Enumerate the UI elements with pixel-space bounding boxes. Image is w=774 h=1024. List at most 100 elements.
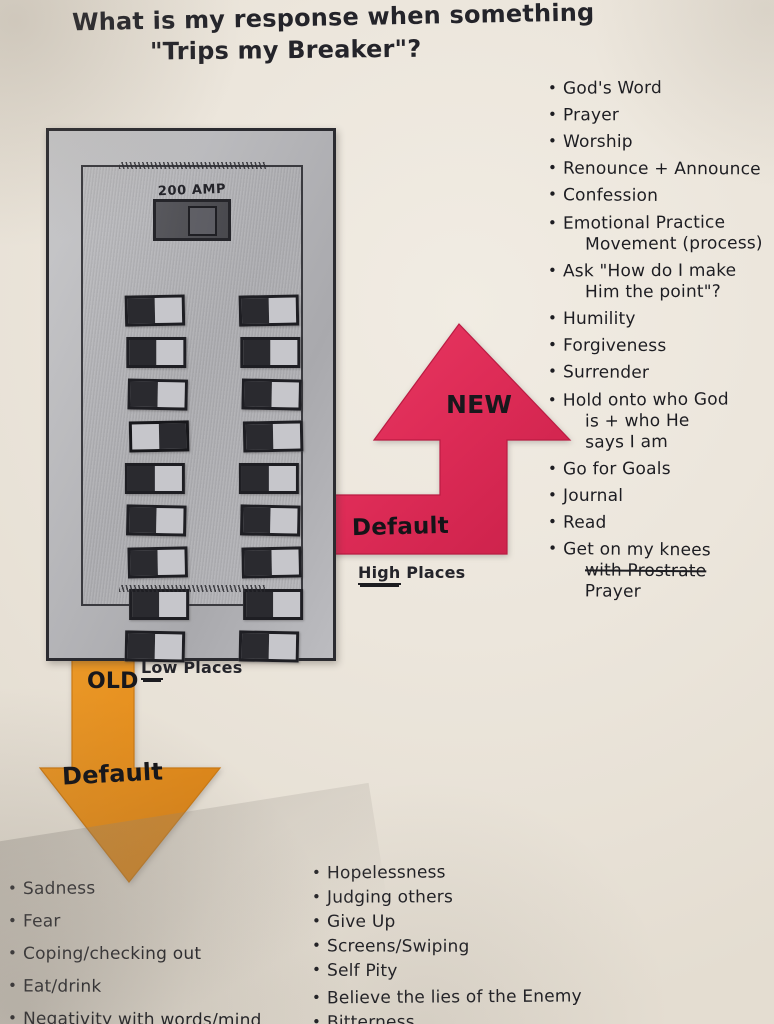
panel-top-edge-scribble (119, 162, 267, 169)
title-line-2: "Trips my Breaker"? (149, 34, 422, 66)
panel-bottom-edge-scribble (119, 585, 265, 592)
breaker-half-left (244, 381, 272, 408)
old-response-right-item: Hopelessness (312, 861, 692, 884)
breaker-half-right (268, 297, 297, 324)
old-response-left-item: Sadness (8, 877, 308, 899)
old-response-left-item: Fear (8, 910, 308, 931)
breaker-switch-right-8[interactable] (243, 589, 304, 620)
breaker-switch-left-3[interactable] (127, 378, 188, 411)
new-response-item: Forgiveness (548, 336, 774, 357)
breaker-half-left (127, 466, 155, 491)
new-response-item: Prayer (548, 105, 774, 126)
breaker-switch-right-5[interactable] (238, 463, 299, 494)
new-response-item-continuation-2: says I am (585, 431, 669, 453)
high-places-rest: Places (400, 563, 466, 582)
main-breaker-switch-body[interactable] (153, 199, 231, 241)
breaker-switch-right-7[interactable] (241, 546, 302, 579)
breaker-half-right (156, 507, 184, 534)
breaker-half-left (130, 381, 158, 408)
breaker-switch-right-9[interactable] (238, 630, 300, 663)
breaker-half-right (272, 423, 301, 449)
new-arrow-default-label: Default (351, 512, 450, 542)
breaker-half-left (132, 592, 160, 617)
page-title: What is my response when something "Trip… (72, 0, 632, 66)
new-response-item: Read (548, 513, 774, 534)
high-places-underlined-part: High (358, 563, 401, 585)
breaker-half-left (129, 507, 157, 533)
breaker-switch-right-1[interactable] (238, 294, 300, 327)
main-breaker-toggle[interactable] (188, 206, 217, 236)
old-response-left-item: Eat/drink (8, 976, 308, 997)
new-response-item: Go for Goals (548, 459, 774, 480)
breaker-half-left (130, 549, 158, 576)
new-response-item: Humility (548, 308, 774, 329)
breaker-half-right (154, 297, 183, 324)
breaker-switch-left-7[interactable] (127, 546, 188, 579)
breaker-half-right (270, 507, 298, 534)
new-response-item: Confession (548, 185, 774, 207)
new-response-item-continuation: Him the point"? (585, 281, 722, 303)
old-response-right-item: Bitterness (312, 1011, 692, 1024)
breaker-switch-left-4[interactable] (128, 420, 190, 453)
breaker-half-left (131, 423, 160, 450)
breaker-switch-right-4[interactable] (242, 420, 304, 453)
breaker-half-left (241, 633, 270, 659)
old-responses-list-left: SadnessFearCoping/checking outEat/drinkN… (8, 878, 308, 1024)
new-response-item: God's Word (548, 77, 774, 99)
breaker-half-left (129, 340, 157, 365)
breaker-half-right (156, 340, 184, 365)
breaker-half-right (271, 382, 299, 408)
breaker-column-left (124, 294, 190, 663)
breaker-half-right (159, 592, 187, 617)
high-places-label: High Places (358, 563, 466, 585)
breaker-half-left (243, 340, 271, 365)
breaker-half-left (243, 507, 271, 533)
breaker-column-right (238, 294, 304, 663)
new-response-item: Renounce + Announce (548, 159, 774, 180)
breaker-half-left (127, 298, 156, 324)
old-default-down-arrow (38, 651, 222, 883)
breaker-switch-left-5[interactable] (124, 463, 185, 494)
breaker-half-left (245, 423, 274, 450)
new-response-item-continuation: is + who He (584, 410, 690, 432)
old-response-right-item: Give Up (312, 911, 692, 932)
breaker-half-right (268, 466, 296, 491)
old-response-right-item: Judging others (312, 886, 692, 907)
panel-inner-frame: 200 AMP (81, 162, 304, 663)
breaker-half-right (154, 633, 183, 660)
old-response-right-item: Screens/Swiping (312, 936, 692, 957)
breaker-switch-left-8[interactable] (129, 589, 190, 620)
new-response-item: Worship (548, 131, 774, 152)
struck-text: with Prostrate (584, 560, 707, 582)
breaker-half-left (127, 633, 156, 659)
low-places-rest: w Places (162, 658, 243, 677)
breaker-switch-right-3[interactable] (241, 378, 302, 411)
breaker-switch-right-2[interactable] (240, 337, 301, 368)
main-breaker-assembly: 200 AMP (153, 181, 231, 241)
breaker-half-left (246, 592, 274, 617)
new-response-item: Journal (548, 485, 774, 506)
breaker-half-right (157, 549, 185, 575)
breaker-switch-left-1[interactable] (124, 294, 186, 327)
breaker-switch-right-6[interactable] (240, 504, 301, 537)
old-response-right-item: Self Pity (312, 961, 692, 984)
main-breaker-label: 200 AMP (157, 181, 227, 200)
breaker-half-right (154, 466, 182, 491)
old-response-right-item: Believe the lies of the Enemy (312, 986, 692, 1009)
breaker-panel-drawing: 200 AMP (46, 128, 336, 663)
new-response-item-continuation: with Prostrate (563, 560, 774, 582)
new-responses-list: God's WordPrayerWorshipRenounce + Announ… (548, 78, 774, 609)
old-responses-list-right: HopelessnessJudging othersGive Up Screens… (312, 862, 692, 1024)
breaker-half-right (273, 592, 301, 617)
old-arrow-default-label: Default (61, 757, 164, 791)
breaker-half-right (157, 382, 185, 408)
breaker-half-right (268, 633, 297, 660)
breaker-switch-left-2[interactable] (126, 337, 187, 368)
old-response-left-item: Coping/checking out (8, 943, 308, 964)
new-arrow-direction-label: NEW (446, 390, 512, 419)
breaker-switch-left-6[interactable] (126, 504, 187, 537)
